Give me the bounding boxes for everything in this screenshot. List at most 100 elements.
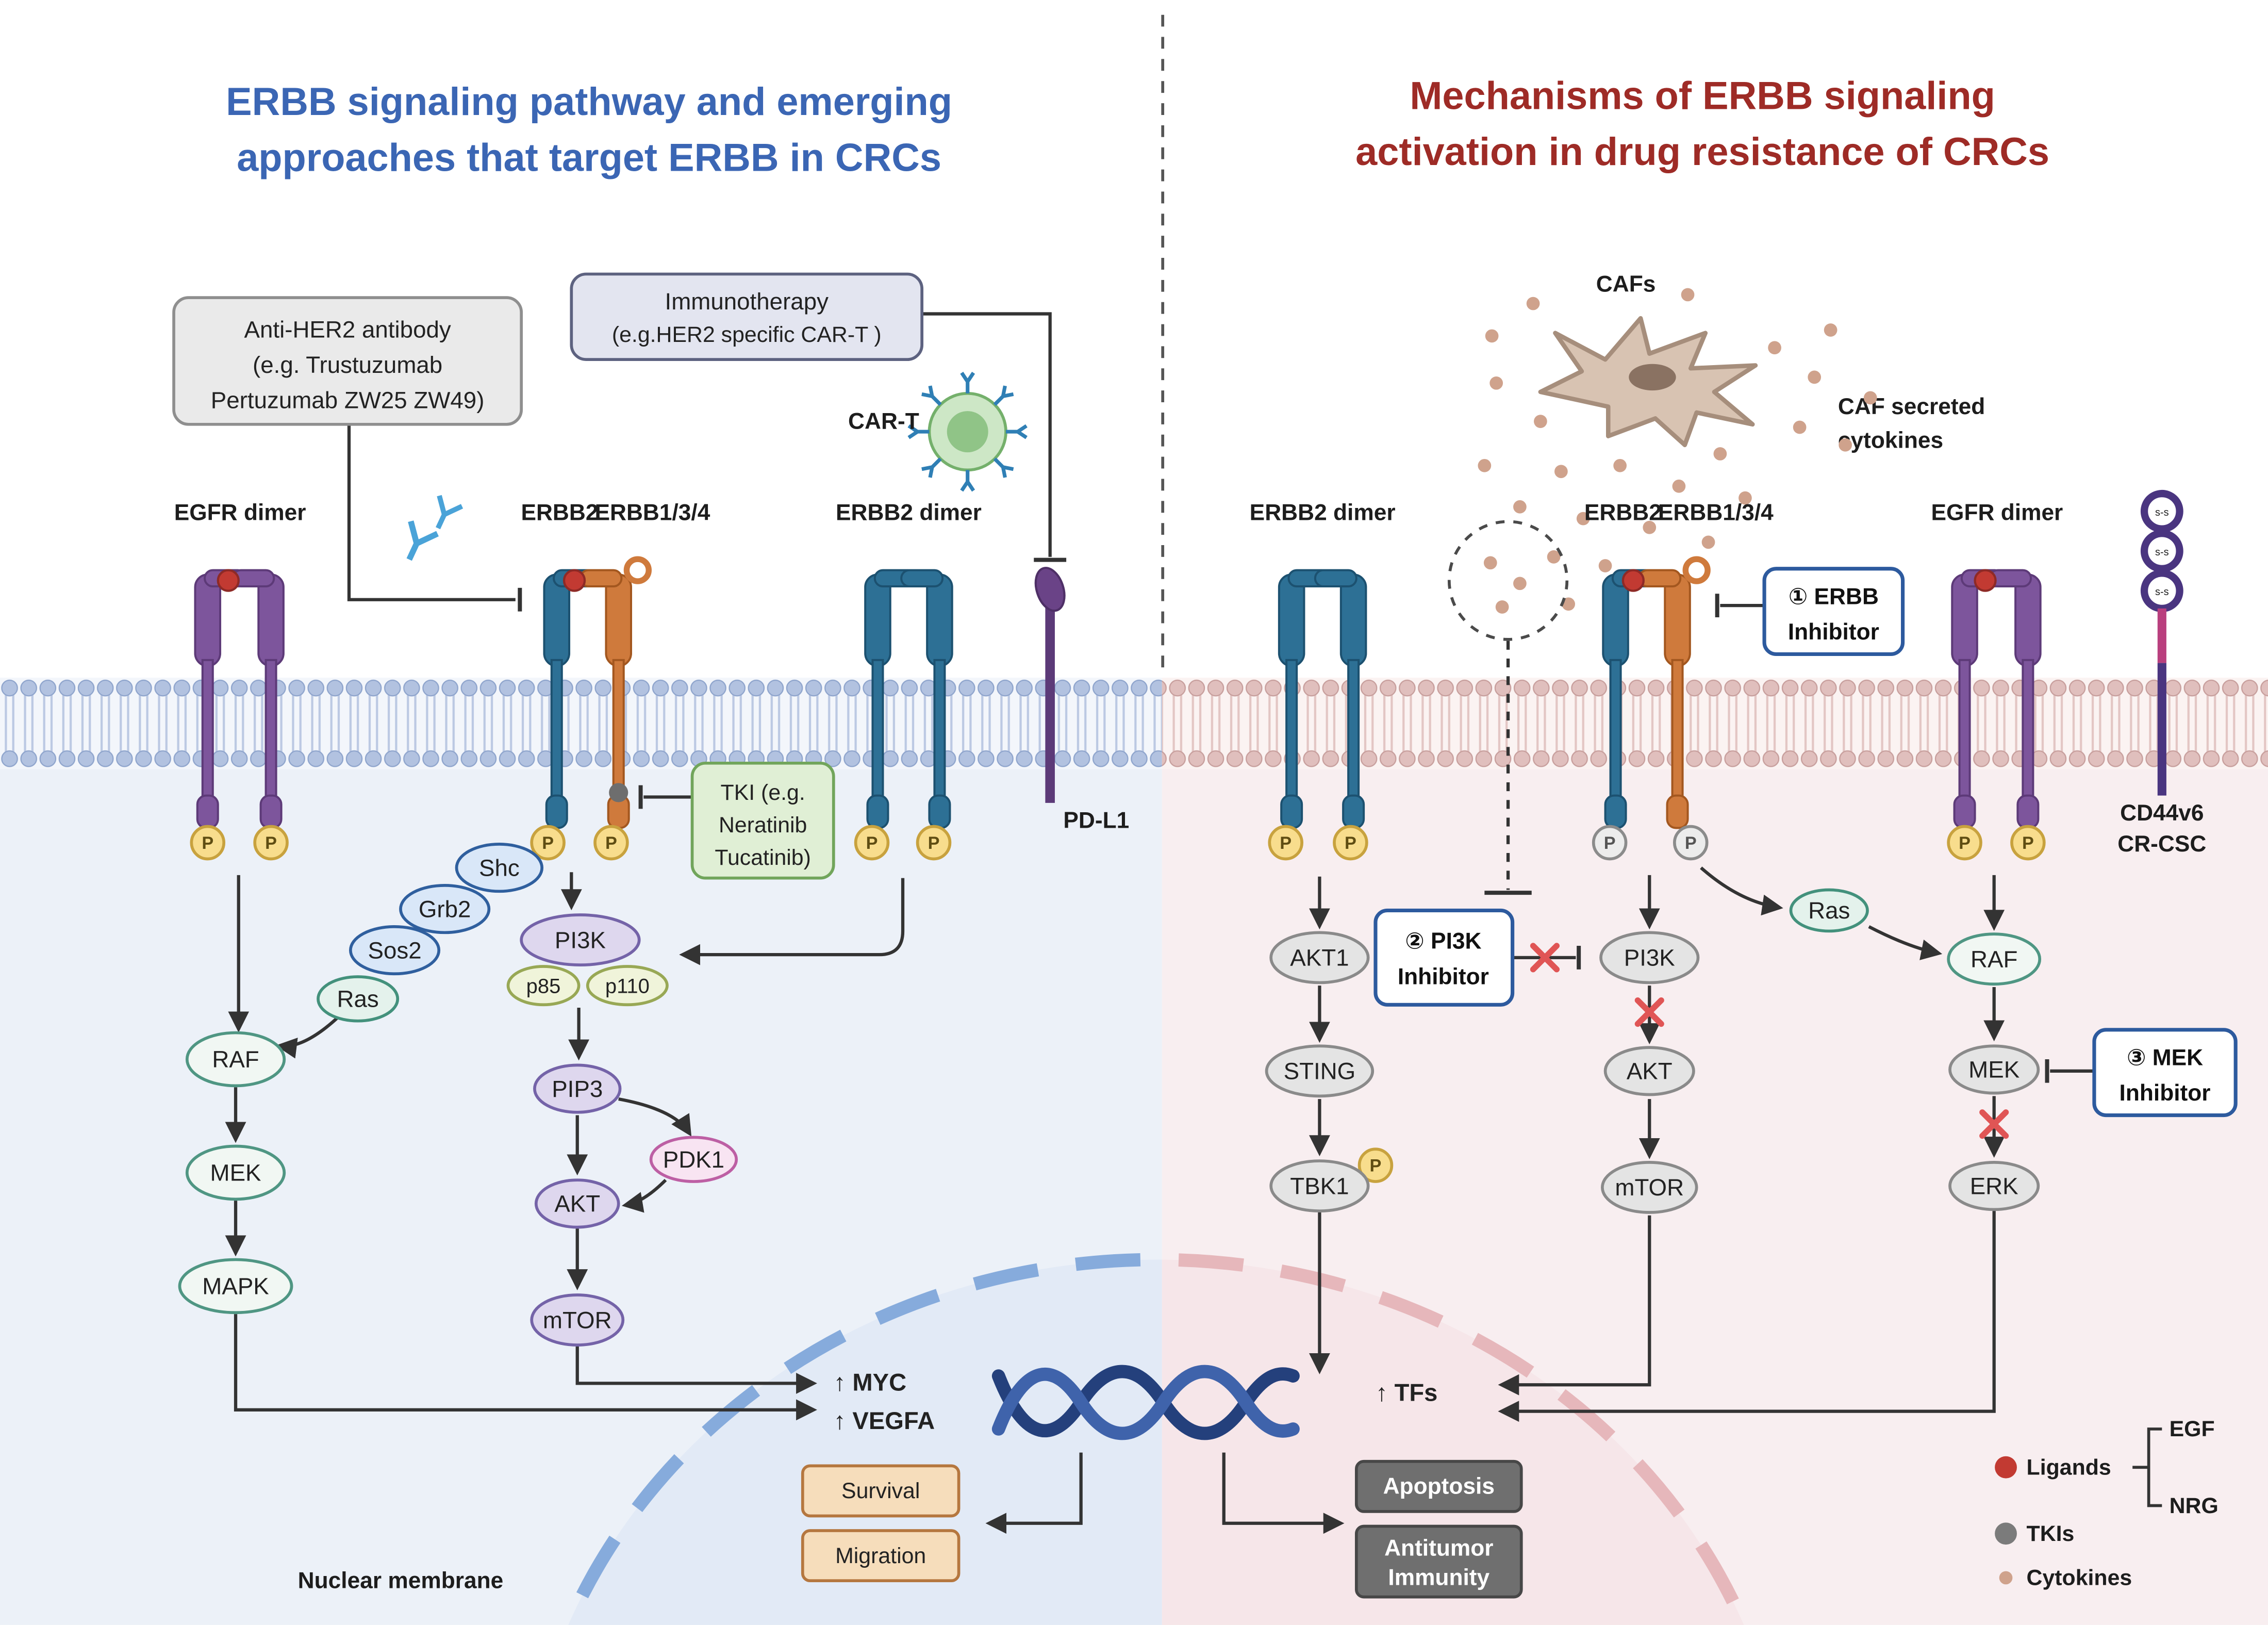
red-x-icon <box>1979 1109 2009 1139</box>
right-panel: CAFs CAF secreted cytokines <box>1222 272 2238 1599</box>
svg-text:AKT1: AKT1 <box>1290 945 1349 971</box>
phospho-badge: P <box>2010 825 2046 861</box>
svg-text:Neratinib: Neratinib <box>719 813 807 838</box>
vegfa-output: ↑ VEGFA <box>834 1407 935 1434</box>
svg-text:① ERBB: ① ERBB <box>1789 584 1879 609</box>
svg-text:Antitumor: Antitumor <box>1384 1536 1493 1561</box>
svg-text:PI3K: PI3K <box>555 927 606 953</box>
tki-box: TKI (e.g. Neratinib Tucatinib) <box>690 761 835 880</box>
erbb2-erbb134-receptor-icon <box>543 556 652 829</box>
node-mek: MEK <box>185 1144 286 1201</box>
svg-text:TBK1: TBK1 <box>1290 1173 1349 1199</box>
phospho-badge: P <box>854 825 890 861</box>
svg-text:Inhibitor: Inhibitor <box>2120 1080 2211 1106</box>
svg-text:Shc: Shc <box>479 855 520 881</box>
svg-text:MEK: MEK <box>210 1160 261 1186</box>
egfr-dimer-label: EGFR dimer <box>174 500 306 525</box>
arrow <box>1868 925 1943 960</box>
arrow <box>1498 1215 1651 1396</box>
phospho-badge: P <box>190 825 226 861</box>
node-pdk1: PDK1 <box>649 1136 738 1183</box>
cafs-label: CAFs <box>1596 272 1656 297</box>
svg-text:Immunotherapy: Immunotherapy <box>665 288 829 315</box>
node-akt: AKT <box>534 1178 620 1229</box>
svg-text:RAF: RAF <box>1971 946 2017 972</box>
phospho-badge: P <box>1947 825 1982 861</box>
immunotherapy-box: Immunotherapy (e.g.HER2 specific CAR-T ) <box>570 272 924 361</box>
legend-cytokines: Cytokines <box>2027 1566 2132 1590</box>
ss-bond-label: s-s <box>2155 547 2169 558</box>
svg-text:Inhibitor: Inhibitor <box>1398 964 1489 989</box>
pdl1-receptor-icon <box>1034 567 1066 803</box>
ligand-dot <box>217 569 240 592</box>
nucleus <box>561 1253 1751 1625</box>
survival-box: Survival <box>801 1464 961 1518</box>
svg-text:PDK1: PDK1 <box>663 1146 724 1173</box>
svg-text:P: P <box>542 833 554 853</box>
egfr-dimer-receptor-icon <box>1951 569 2042 829</box>
right-panel-title: Mechanisms of ERBB signaling <box>1410 74 1995 118</box>
node-raf: RAF <box>185 1031 286 1088</box>
svg-text:AKT: AKT <box>554 1191 600 1217</box>
pi3k-inhibitor-box: ② PI3K Inhibitor <box>1373 908 1515 1007</box>
svg-text:Inhibitor: Inhibitor <box>1788 619 1879 645</box>
dna-helix-icon <box>991 1365 1300 1440</box>
svg-text:P: P <box>1959 833 1971 853</box>
receptor-curl <box>623 556 652 584</box>
left-panel: CAR-T Anti-HER2 antibody (e.g. Trustuzum… <box>172 272 1129 1593</box>
svg-text:AKT: AKT <box>1627 1058 1673 1085</box>
svg-text:P: P <box>1345 833 1356 853</box>
car-t-label: CAR-T <box>848 408 919 434</box>
mek-inhibitor-box: ③ MEK Inhibitor <box>2092 1028 2238 1118</box>
svg-text:P: P <box>1280 833 1292 853</box>
erbb2-label: ERBB2 <box>1584 500 1662 525</box>
svg-text:P: P <box>866 833 878 853</box>
ss-bond-label: s-s <box>2155 507 2169 518</box>
node-shc: Shc <box>455 843 544 893</box>
legend-ligands: Ligands <box>2027 1455 2111 1480</box>
node-mapk: MAPK <box>178 1258 293 1315</box>
tki-legend-dot <box>1995 1522 2017 1545</box>
migration-box: Migration <box>801 1529 961 1583</box>
svg-text:(e.g.HER2 specific CAR-T ): (e.g.HER2 specific CAR-T ) <box>612 322 882 347</box>
right-connectors <box>1222 594 2094 1534</box>
svg-text:P: P <box>605 833 617 853</box>
left-panel-title: approaches that target ERBB in CRCs <box>237 136 941 179</box>
phospho-badge: P <box>1358 1147 1394 1183</box>
arrow <box>618 1097 692 1137</box>
myc-output: ↑ MYC <box>834 1369 906 1396</box>
erbb2-dimer-label: ERBB2 dimer <box>836 500 982 525</box>
caf-cytokines-label: CAF secreted <box>1838 394 1985 419</box>
left-connectors <box>225 312 1083 1534</box>
erbb134-label: ERBB1/3/4 <box>1658 500 1774 525</box>
node-ras: Ras <box>317 975 400 1023</box>
svg-text:TKI (e.g.: TKI (e.g. <box>721 780 805 805</box>
arrow <box>234 1314 817 1421</box>
tfs-output: ↑ TFs <box>1376 1379 1437 1406</box>
svg-text:P: P <box>928 833 940 853</box>
svg-text:P: P <box>202 833 213 853</box>
node-grb2: Grb2 <box>399 884 491 934</box>
ligand-legend-dot <box>1995 1456 2017 1479</box>
arrow <box>985 1452 1083 1534</box>
phospho-badge: P <box>916 825 952 861</box>
phospho-badge: P <box>253 825 289 861</box>
node-pi3k: PI3K <box>1599 931 1700 984</box>
tki-dot <box>609 783 628 802</box>
svg-text:PIP3: PIP3 <box>552 1076 603 1102</box>
legend-bracket <box>2132 1427 2162 1507</box>
svg-text:Grb2: Grb2 <box>419 896 471 922</box>
cd44v6-label: CD44v6 <box>2120 800 2204 826</box>
erbb134-label: ERBB1/3/4 <box>594 500 710 525</box>
node-mek: MEK <box>1948 1044 2040 1095</box>
legend: EGF NRG Ligands TKIs Cytokines <box>1995 1417 2219 1590</box>
svg-text:P: P <box>2022 833 2034 853</box>
svg-text:P: P <box>1685 833 1697 853</box>
erbb-inhibitor-box: ① ERBB Inhibitor <box>1762 567 1905 656</box>
antibody-icon <box>406 495 463 561</box>
arrow <box>1498 1211 1996 1422</box>
arrow <box>575 1346 817 1394</box>
phospho-badge: P <box>593 825 629 861</box>
svg-text:② PI3K: ② PI3K <box>1405 929 1481 954</box>
